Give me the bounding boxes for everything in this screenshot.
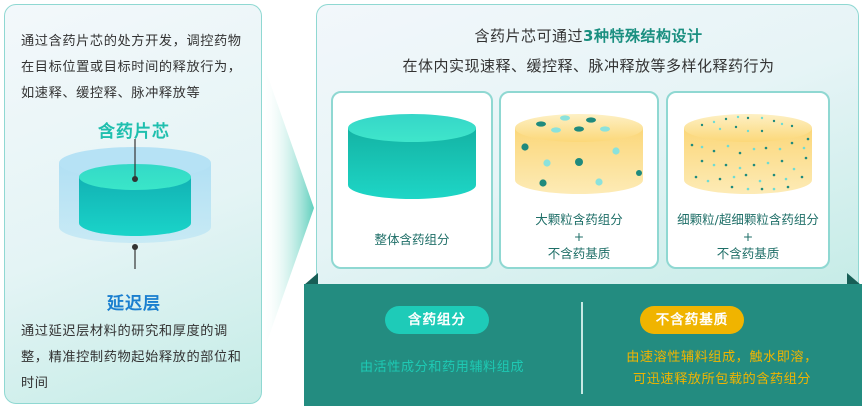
composition-band: [304, 284, 862, 406]
fine-granule-tablet-icon: [684, 114, 812, 194]
drug-component-description: 由活性成分和药用辅料组成: [359, 360, 525, 375]
card-label-line1: 整体含药组分: [374, 232, 450, 247]
arrow-connector-icon: [262, 60, 314, 356]
delay-layer-label: 延迟层: [107, 294, 161, 314]
card-label: 细颗粒/超细颗粒含药组分 + 不含药基质: [668, 211, 828, 262]
coated-tablet-icon: [59, 139, 211, 269]
structure-subtitle: 在体内实现速释、缓控释、脉冲释放等多样化释药行为: [402, 57, 775, 75]
solid-tablet-icon: [348, 114, 476, 199]
fold-corner-right: [847, 273, 861, 285]
drug-free-matrix-description: 由速溶性辅料组成，触水即溶， 可迅速释放所包载的含药组分: [584, 347, 860, 391]
title-highlight: 3种特殊结构设计: [583, 27, 703, 45]
fold-corner-left: [304, 273, 318, 285]
drug-free-matrix-pill: 不含药基质: [640, 306, 744, 334]
card-label-plus: +: [573, 229, 585, 244]
structure-card-whole: 整体含药组分: [331, 91, 493, 269]
structure-card-fine-granules: 细颗粒/超细颗粒含药组分 + 不含药基质: [666, 91, 830, 269]
core-label: 含药片芯: [98, 122, 170, 142]
card-label-line1: 细颗粒/超细颗粒含药组分: [677, 212, 819, 227]
band-divider: [581, 302, 583, 394]
structure-card-large-granules: 大颗粒含药组分 + 不含药基质: [499, 91, 659, 269]
card-label-line1: 大颗粒含药组分: [535, 212, 623, 227]
left-panel: 通过含药片芯的处方开发，调控药物在目标位置或目标时间的释放行为，如速释、缓控释、…: [4, 4, 262, 404]
right-panel: 含药片芯可通过3种特殊结构设计 在体内实现速释、缓控释、脉冲释放等多样化释药行为…: [316, 4, 859, 284]
title-prefix: 含药片芯可通过: [474, 27, 584, 45]
core-description: 通过含药片芯的处方开发，调控药物在目标位置或目标时间的释放行为，如速释、缓控释、…: [21, 34, 242, 101]
matrix-desc-line2: 可迅速释放所包载的含药组分: [633, 372, 811, 387]
card-label: 大颗粒含药组分 + 不含药基质: [501, 211, 657, 262]
delay-layer-description: 通过延迟层材料的研究和厚度的调整，精准控制药物起始释放的部位和时间: [21, 324, 242, 391]
large-granule-tablet-icon: [515, 114, 643, 194]
card-label-plus: +: [742, 229, 754, 244]
card-label: 整体含药组分: [333, 231, 491, 248]
structure-title: 含药片芯可通过3种特殊结构设计: [317, 25, 860, 46]
drug-component-pill: 含药组分: [385, 306, 489, 334]
matrix-desc-line1: 由速溶性辅料组成，触水即溶，: [626, 350, 818, 365]
card-label-line2: 不含药基质: [547, 246, 611, 261]
card-label-line2: 不含药基质: [716, 246, 780, 261]
